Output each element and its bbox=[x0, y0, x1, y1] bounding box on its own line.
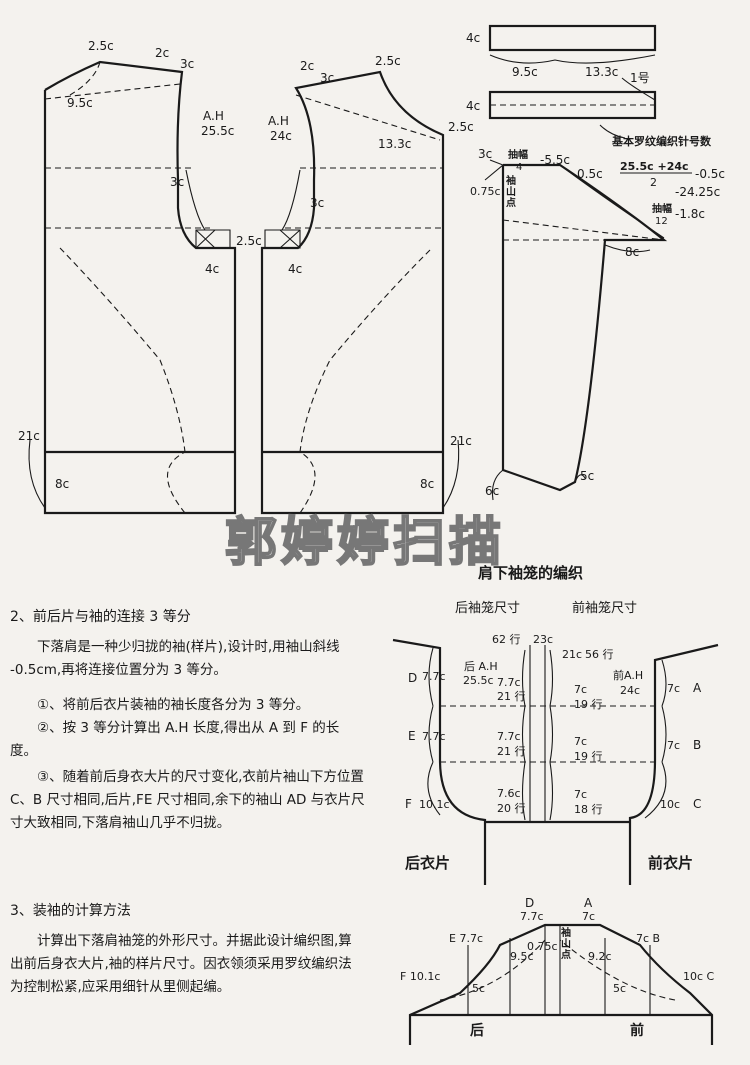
cap-sleeve-point-label: 袖山点 bbox=[561, 928, 571, 961]
paragraph: 计算出下落肩袖笼的外形尺寸。并据此设计编织图,算出前后身衣大片,袖的样片尺寸。因… bbox=[10, 933, 352, 995]
section-heading-3: 3、装袖的计算方法 bbox=[10, 903, 131, 919]
back-body-piece bbox=[28, 60, 237, 515]
paragraph: ③、随着前后身衣大片的尺寸变化,衣前片袖山下方位置 C、B 尺寸相同,后片,FE… bbox=[10, 769, 365, 831]
paragraph: ①、将前后衣片装袖的袖长度各分为 3 等分。 bbox=[37, 697, 310, 713]
sleeve-piece bbox=[484, 159, 668, 501]
armhole-diagram bbox=[392, 638, 719, 885]
rib-bands bbox=[488, 24, 657, 139]
front-body-piece bbox=[260, 70, 460, 515]
section-heading-2: 2、前后片与袖的连接 3 等分 bbox=[10, 609, 191, 625]
sleeve-cap-diagram bbox=[408, 923, 714, 1045]
paragraph: 下落肩是一种少归拢的袖(样片),设计时,用袖山斜线 -0.5cm,再将连接位置分… bbox=[10, 639, 340, 678]
sleeve-cap-point-label: 袖山点 bbox=[506, 176, 516, 209]
scanner-watermark: 郭婷婷扫描 bbox=[224, 512, 506, 574]
paragraph: ②、按 3 等分计算出 A.H 长度,得出从 A 到 F 的长度。 bbox=[10, 720, 340, 759]
